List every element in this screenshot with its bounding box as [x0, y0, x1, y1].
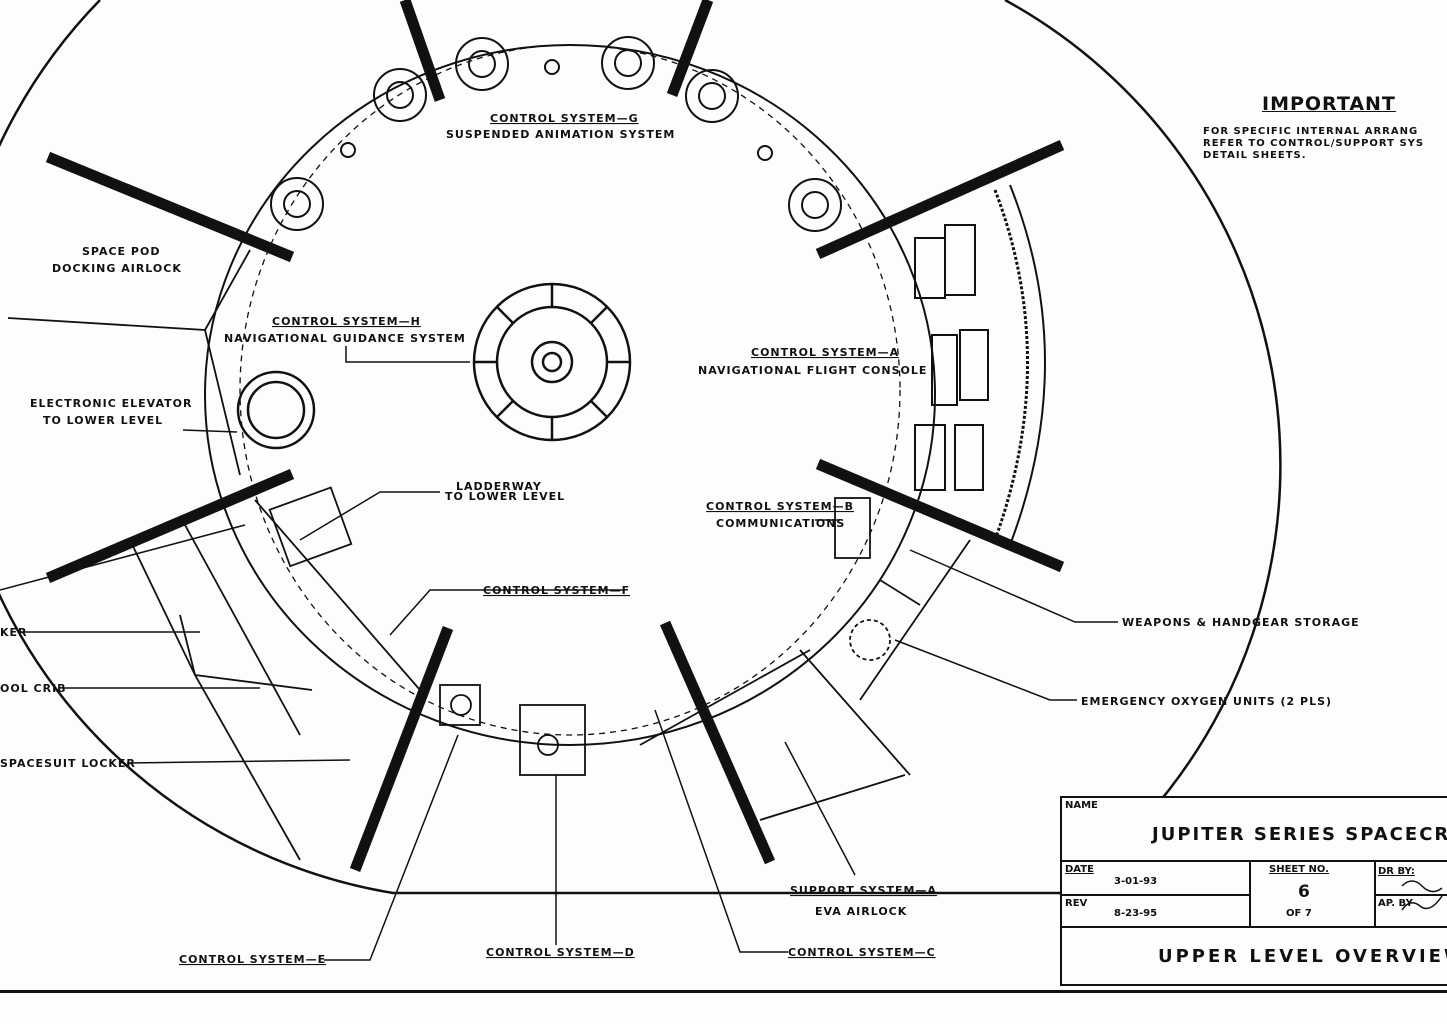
- name-value: JUPITER SERIES SPACECR: [1152, 824, 1447, 845]
- guidance-hub: [472, 282, 632, 442]
- label-tool-crib-partial: OOL CRIB: [0, 682, 67, 695]
- label-cs-g-title: CONTROL SYSTEM—G: [490, 112, 639, 125]
- label-cs-g-sub: SUSPENDED ANIMATION SYSTEM: [446, 128, 675, 141]
- label-ladder-1: LADDERWAY: [456, 480, 542, 493]
- label-cs-d: CONTROL SYSTEM—D: [486, 946, 635, 959]
- label-elevator-1: ELECTRONIC ELEVATOR: [30, 397, 192, 410]
- divider: [1062, 926, 1447, 928]
- label-weapons: WEAPONS & HANDGEAR STORAGE: [1122, 616, 1360, 629]
- label-cs-h-sub: NAVIGATIONAL GUIDANCE SYSTEM: [224, 332, 466, 345]
- label-cs-h-title: CONTROL SYSTEM—H: [272, 315, 421, 328]
- bulkheads: [45, 0, 1065, 872]
- border-rule: [0, 990, 1447, 993]
- label-cs-b-title: CONTROL SYSTEM—B: [706, 500, 854, 513]
- outer-hull: [0, 0, 1060, 895]
- label-cs-a-sub: NAVIGATIONAL FLIGHT CONSOLE: [698, 364, 927, 377]
- label-pod-airlock-2: DOCKING AIRLOCK: [52, 262, 182, 275]
- divider: [1062, 894, 1249, 896]
- dr-by-label: DR BY:: [1378, 866, 1415, 877]
- divider: [1062, 860, 1447, 862]
- label-cs-b-sub: COMMUNICATIONS: [716, 517, 845, 530]
- divider: [1374, 860, 1376, 926]
- note-title: IMPORTANT: [1262, 93, 1396, 115]
- label-pod-airlock-1: SPACE POD: [82, 245, 160, 258]
- dashed-ring: [239, 44, 901, 736]
- label-spacesuit-partial: SPACESUIT LOCKER: [0, 757, 136, 770]
- label-ladder-2: TO LOWER LEVEL: [445, 490, 565, 503]
- divider: [1374, 894, 1447, 896]
- label-cs-e: CONTROL SYSTEM—E: [179, 953, 326, 966]
- label-elevator-2: TO LOWER LEVEL: [43, 414, 163, 427]
- rev-value: 8-23-95: [1114, 908, 1158, 919]
- label-ss-a-sub: EVA AIRLOCK: [815, 905, 907, 918]
- drawing-title: UPPER LEVEL OVERVIEW: [1158, 946, 1447, 967]
- sheet-of: OF 7: [1286, 908, 1312, 919]
- note-line: REFER TO CONTROL/SUPPORT SYS: [1203, 138, 1425, 149]
- sheet-value: 6: [1298, 882, 1310, 902]
- name-label: NAME: [1065, 800, 1098, 811]
- note-body: FOR SPECIFIC INTERNAL ARRANG REFER TO CO…: [1203, 126, 1447, 162]
- divider: [1249, 860, 1251, 926]
- note-line: DETAIL SHEETS.: [1203, 150, 1307, 161]
- label-cs-a-title: CONTROL SYSTEM—A: [751, 346, 899, 359]
- rev-label: REV: [1065, 898, 1088, 909]
- label-oxygen: EMERGENCY OXYGEN UNITS (2 PLS): [1081, 695, 1332, 708]
- title-block: NAME JUPITER SERIES SPACECR DATE 3-01-93…: [1060, 796, 1447, 986]
- label-locker-partial: KER: [0, 626, 28, 639]
- label-ss-a-title: SUPPORT SYSTEM—A: [790, 884, 937, 897]
- date-label: DATE: [1065, 864, 1094, 875]
- sheet-label: SHEET NO.: [1269, 864, 1329, 875]
- note-line: FOR SPECIFIC INTERNAL ARRANG: [1203, 126, 1419, 137]
- leader-lines: [0, 346, 1118, 961]
- flight-console: [914, 184, 1046, 546]
- internal-walls: [7, 249, 971, 861]
- date-value: 3-01-93: [1114, 876, 1158, 887]
- inner-ring: [204, 44, 936, 746]
- ap-by-label: AP. BY: [1378, 898, 1413, 909]
- animation-pods: [270, 36, 842, 232]
- label-cs-c: CONTROL SYSTEM—C: [788, 946, 936, 959]
- outer-hull-right: [1004, 0, 1282, 897]
- signature-scribbles: [1401, 880, 1443, 911]
- label-cs-f: CONTROL SYSTEM—F: [483, 584, 630, 597]
- elevator: [236, 370, 316, 450]
